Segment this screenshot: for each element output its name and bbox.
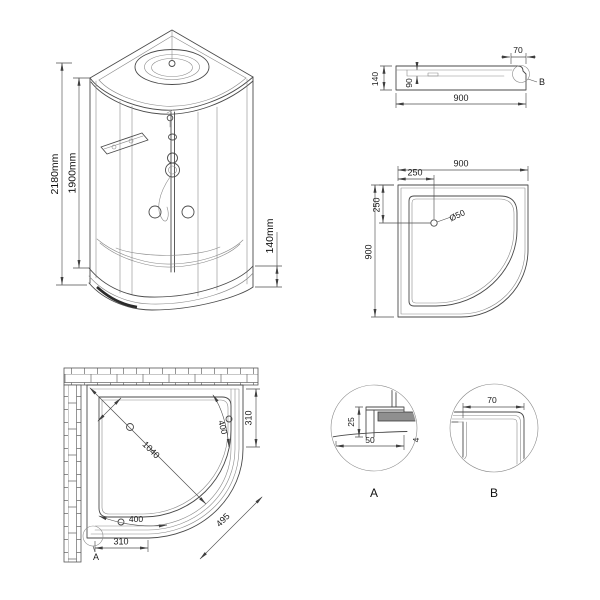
detail-b-view: 70 B <box>449 383 539 500</box>
detail-b-label: B <box>490 486 498 500</box>
dim-right-door-arc: 400 <box>216 419 229 436</box>
dim-right-entry: 310 <box>244 410 254 425</box>
installation-plan-view: 1040 310 400 400 310 495 A <box>63 367 263 563</box>
dim-profile-height: 25 <box>346 417 356 427</box>
dim-edge-width: 70 <box>513 45 523 55</box>
dim-inner-height: 1900mm <box>67 152 79 193</box>
dim-tray-depth: 900 <box>364 244 374 259</box>
dim-front-diagonal: 495 <box>214 511 232 529</box>
wall-top-bricks <box>63 367 259 386</box>
detail-b-callout: B <box>512 65 545 87</box>
wall-left-bricks <box>63 384 82 563</box>
front-view-dimensions: 2180mm 1900mm 140mm <box>49 62 282 288</box>
install-plan-dimensions: 1040 310 400 400 310 495 <box>89 387 263 560</box>
dim-glass-thickness: 4 <box>411 437 421 442</box>
dim-drain-diameter: Ø50 <box>448 207 467 223</box>
detail-a-label: A <box>370 486 378 500</box>
cabin-roof <box>89 29 254 115</box>
detail-b-ref: B <box>539 77 545 87</box>
dim-profile-width: 50 <box>365 435 375 445</box>
dim-corner-edge-width: 70 <box>487 395 497 405</box>
tray-edge-section <box>332 431 408 438</box>
dim-drain-y: 250 <box>372 197 382 212</box>
detail-a-callout: A <box>82 525 104 562</box>
soap-holder-right <box>181 205 195 219</box>
dim-side-width: 900 <box>453 93 468 103</box>
drain-hole <box>430 219 438 227</box>
soap-holder-left <box>148 205 162 219</box>
dim-tray-width: 900 <box>453 159 468 169</box>
dim-total-height: 2180mm <box>49 153 61 194</box>
side-section-view: 140 90 900 70 B <box>370 45 545 108</box>
front-isometric-view: 2180mm 1900mm 140mm <box>49 29 282 311</box>
tray-edge-corner <box>451 411 525 471</box>
dim-diagonal: 1040 <box>141 439 162 460</box>
tray-profile <box>395 65 527 91</box>
door-slide-arrow <box>97 397 122 422</box>
frame-profile-section <box>365 406 405 438</box>
glass-panel-section <box>377 411 416 422</box>
tray-basin <box>408 195 518 307</box>
detail-a-ref: A <box>93 552 99 562</box>
side-view-dimensions: 140 90 900 70 <box>370 45 536 108</box>
shower-tray <box>88 238 254 311</box>
dim-front-entry: 310 <box>113 537 128 547</box>
cabin-walls <box>89 76 254 297</box>
dim-drain-x: 250 <box>407 168 422 178</box>
wall-shelf <box>100 132 149 155</box>
tray-plan-view: Ø50 900 250 250 900 <box>364 159 529 318</box>
shower-hose <box>158 176 171 222</box>
shower-column <box>148 109 195 273</box>
dim-side-height: 140 <box>370 72 380 86</box>
roof-dome <box>134 48 210 85</box>
dim-front-door-arc: 400 <box>129 514 143 524</box>
dim-tray-height: 140mm <box>264 218 276 253</box>
tray-plan-dimensions: 900 250 250 900 <box>364 159 529 318</box>
detail-a-view: 25 50 4 A <box>330 384 421 500</box>
drain-hole-plan <box>126 423 134 431</box>
dim-recess-depth: 90 <box>404 78 414 88</box>
